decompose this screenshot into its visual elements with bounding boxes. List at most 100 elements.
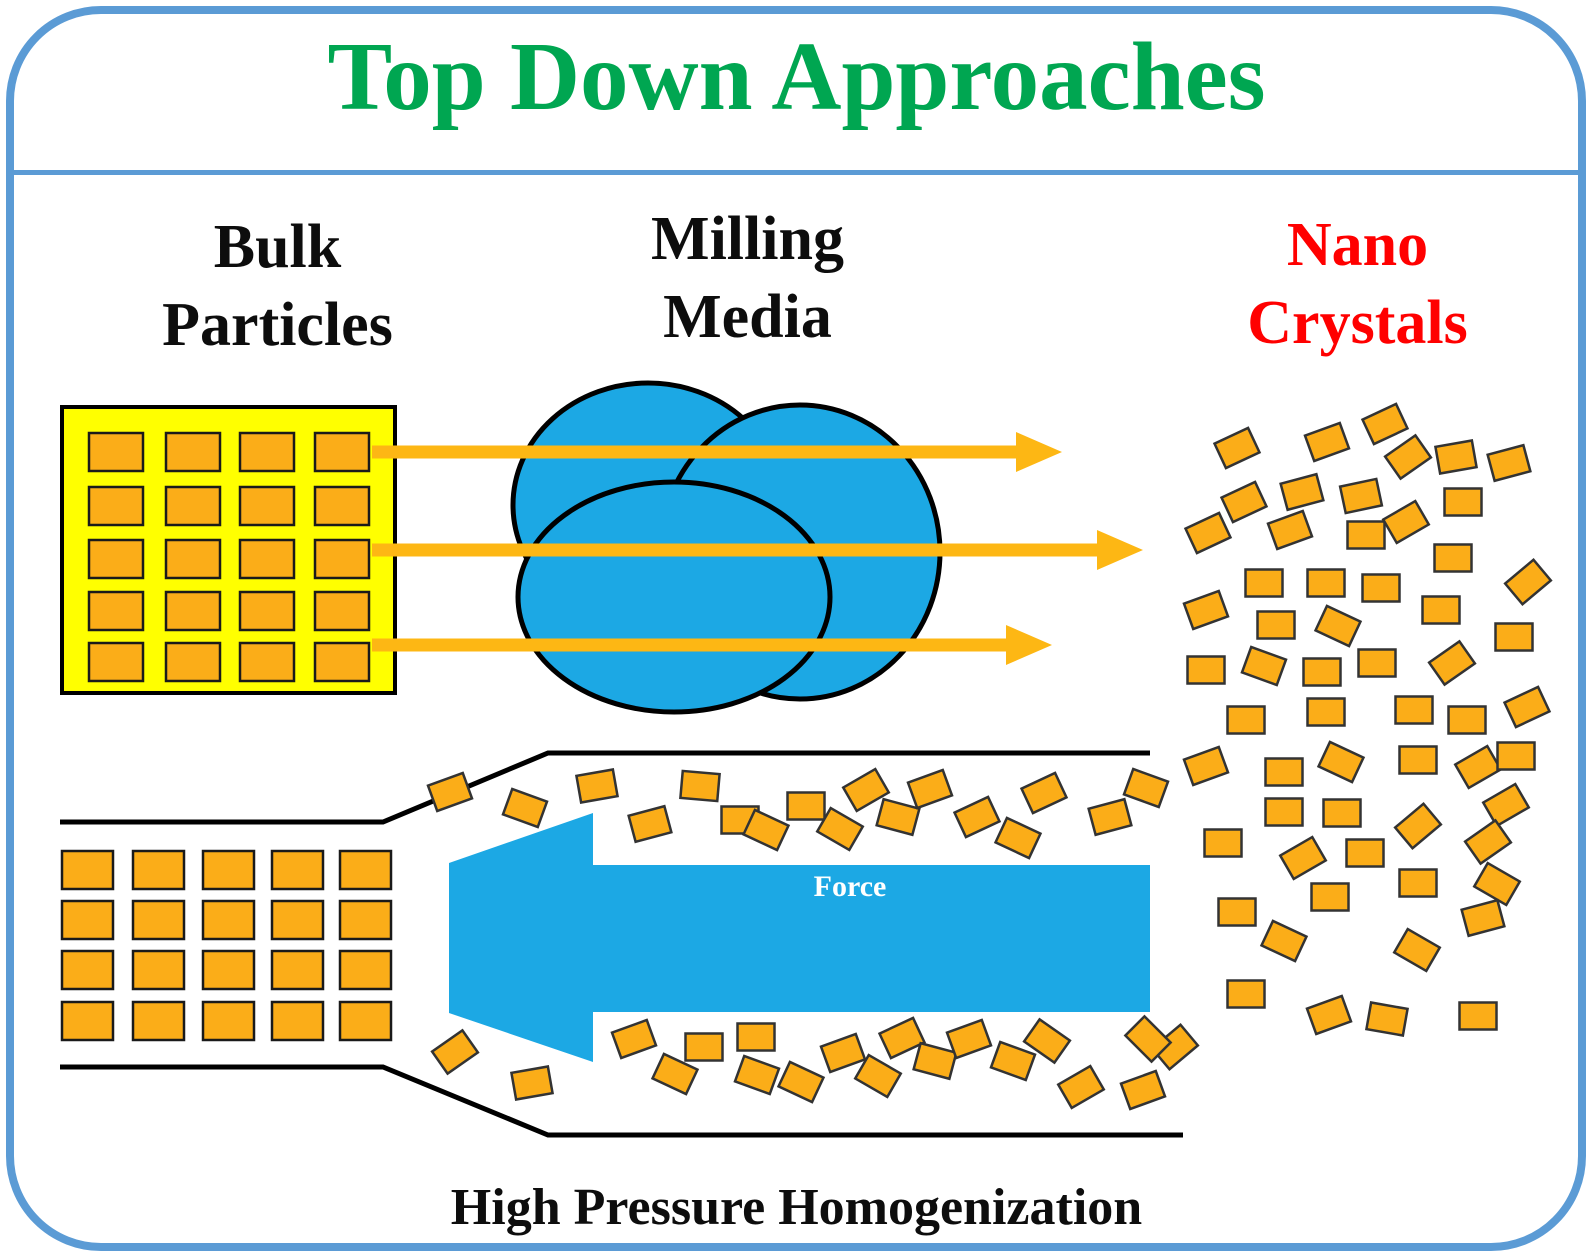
channel-particle [841,767,891,813]
nano-particle [1433,439,1479,475]
bulk-particle [313,538,371,580]
nano-particle [1182,745,1230,787]
nano-particle [1313,604,1363,648]
channel-bulk-particle [60,1000,115,1042]
channel-particle [1087,797,1133,837]
nano-particle [1306,568,1346,598]
channel-bulk-particle [131,849,186,891]
nano-particle [1453,744,1503,790]
channel-bulk-particle [338,849,393,891]
nano-particle [1460,898,1506,938]
nano-particle [1219,480,1269,524]
channel-bulk-particle [60,949,115,991]
channel-particle [501,787,549,829]
nano-particle [1279,472,1325,512]
channel-particle [650,1052,700,1096]
channel-bulk-particle [60,899,115,941]
channel-bulk-particle [270,899,325,941]
caption-high-pressure-homogenization: High Pressure Homogenization [450,1179,1143,1236]
channel-particle [993,816,1043,860]
channel-particle [906,768,954,810]
nano-particle [1398,745,1438,775]
channel-bulk-particle [270,849,325,891]
channel-bulk-particle [131,949,186,991]
channel-particle [426,771,474,813]
title-separator [14,170,1579,175]
bulk-particle [313,431,371,473]
nano-particle [1244,568,1284,598]
nano-particle [1496,741,1536,771]
slide-border [6,6,1586,1251]
channel-bulk-particle [338,949,393,991]
channel-bulk-particle [201,849,256,891]
nano-particle [1278,835,1328,881]
nano-particle [1303,421,1351,463]
nano-particle [1392,927,1442,973]
channel-bulk-particle [338,1000,393,1042]
nano-particle [1183,511,1233,555]
channel-particle [1022,1017,1072,1065]
nano-particle [1302,657,1342,687]
channel-particle [877,1016,927,1060]
nano-particle [1443,487,1483,517]
nano-particle [1503,558,1553,606]
channel-particle [1122,767,1170,809]
milling-arrow-head [1097,530,1143,570]
nano-particle [1186,655,1226,685]
nano-particle [1463,818,1513,866]
nano-particle [1447,705,1487,735]
nano-particle [1398,868,1438,898]
channel-particle [733,1054,781,1096]
nano-particle [1316,740,1366,784]
channel-particle [776,1060,826,1104]
channel-particle [1056,1064,1106,1110]
bulk-particle [164,485,222,527]
nano-particle [1361,573,1401,603]
channel-particle [741,808,791,852]
channel-particle [610,1018,658,1060]
nano-particle [1502,685,1552,729]
bulk-particle [164,538,222,580]
channel-particle [952,795,1002,839]
nano-particle [1486,443,1532,483]
nano-particle [1383,433,1433,481]
bulk-particle [164,641,222,683]
label-nano-line1: Nano [1286,211,1429,279]
channel-particle [945,1018,993,1060]
page-title: Top Down Approaches [327,23,1266,130]
label-bulk-line2: Particles [162,291,393,359]
force-arrow [449,813,1150,1062]
channel-bulk-particle [270,1000,325,1042]
bulk-particle [87,641,145,683]
label-milling-line2: Media [663,283,832,351]
bulk-particle [313,485,371,527]
bulk-particle [87,485,145,527]
nano-particle [1264,757,1304,787]
channel-particle [875,797,921,837]
nano-particle [1256,610,1296,640]
nano-particle [1364,1001,1410,1037]
milling-arrow-head [1006,625,1052,665]
nano-particle [1346,520,1386,550]
nano-particle [1458,1001,1498,1031]
channel-bulk-particle [131,899,186,941]
milling-arrow-head [1016,432,1062,472]
nano-particle [1226,705,1266,735]
nano-particle [1322,798,1362,828]
nano-particle [1381,499,1431,545]
channel-particle [786,791,826,821]
bulk-particle [313,590,371,632]
nano-particle [1305,994,1353,1036]
nano-particle [1393,802,1443,850]
channel-particle [509,1065,555,1101]
nano-particle [1427,639,1477,687]
nano-particle [1494,622,1534,652]
channel-bulk-particle [60,849,115,891]
channel-particle [1019,771,1069,815]
label-milling-media: Milling Media [560,200,935,356]
bulk-particle [87,590,145,632]
nano-particle [1264,797,1304,827]
channel-bulk-particle [201,949,256,991]
nano-particle [1182,589,1230,631]
